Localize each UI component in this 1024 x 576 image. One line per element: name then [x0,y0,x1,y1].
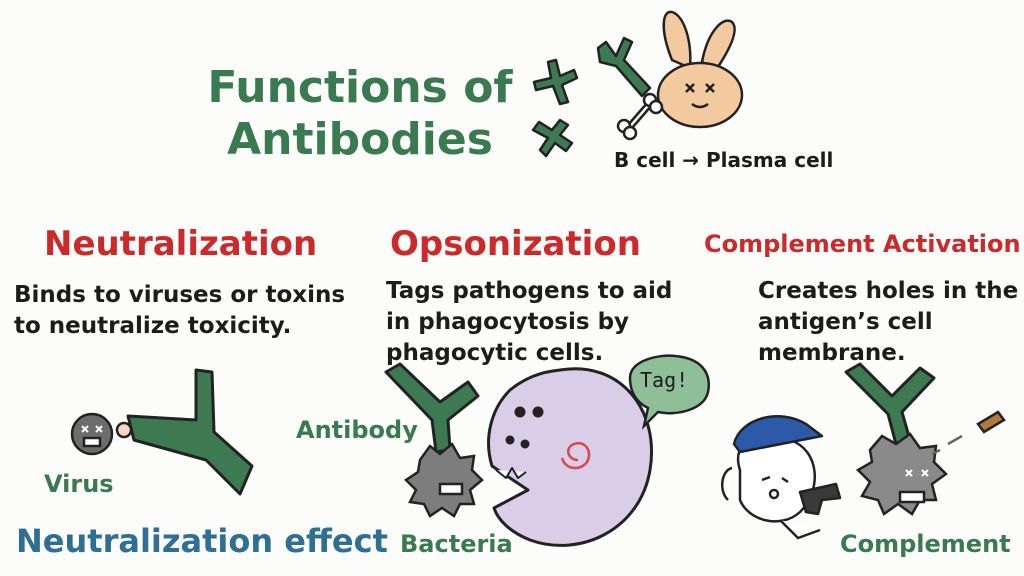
bacteria-icon [404,442,484,518]
opsonization-desc-line2: in phagocytosis by [386,309,630,335]
page-title-line1: Functions of [207,62,513,113]
virus-label: Virus [44,470,114,498]
opsonization-heading: Opsonization [390,224,641,264]
neutralization-desc-line2: to neutralize toxicity. [14,313,292,339]
complement-desc-line3: membrane. [758,340,906,366]
complement-heading: Complement Activation [704,230,1021,258]
phagocyte-icon [487,367,653,547]
opsonizing-antibody-icon [384,362,480,454]
neutralizing-antibody-icon [126,368,254,496]
neutralization-desc-line1: Binds to viruses or toxins [14,282,346,308]
antibody-icon [596,36,652,98]
complement-desc-line1: Creates holes in the [758,278,1019,304]
opsonization-desc-line3: phagocytic cells. [386,340,604,366]
antibody-icon [532,58,579,106]
page-title-line2: Antibodies [227,114,493,165]
complement-antibody-icon [844,362,936,446]
antibody-label: Antibody [296,416,418,444]
antibody-icon [531,118,574,158]
bullet-icon [931,410,1006,456]
b-cell-label: B cell → Plasma cell [614,148,834,172]
bacteria-label: Bacteria [400,530,513,558]
complement-desc-line2: antigen’s cell [758,309,933,335]
rabbit-icon [656,10,744,129]
opsonization-desc-line1: Tags pathogens to aid [386,278,673,304]
police-character-icon [720,415,842,540]
speech-bubble [628,354,710,430]
bone-icon [616,92,664,141]
speech-bubble-text: Tag! [640,368,689,392]
complement-label: Complement [840,530,1011,558]
neutralization-caption: Neutralization effect [16,522,388,560]
neutralization-heading: Neutralization [44,224,318,264]
virus-icon [70,412,133,456]
pathogen-icon [855,432,948,516]
